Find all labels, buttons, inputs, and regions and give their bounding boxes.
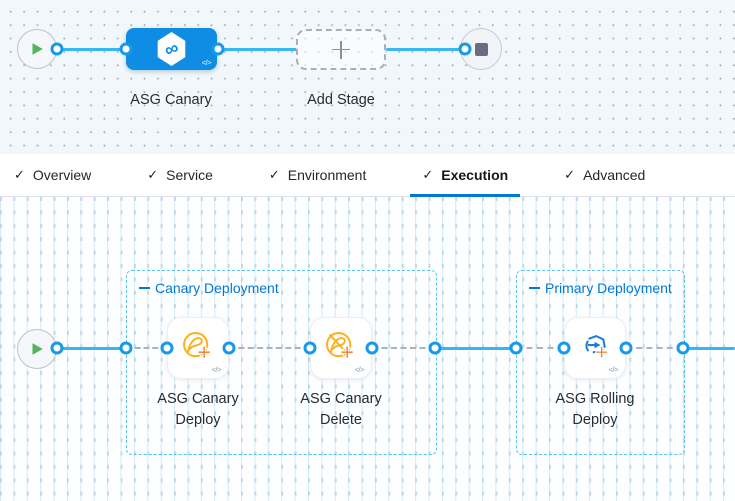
tab-label: Advanced bbox=[583, 167, 646, 183]
connector-port[interactable] bbox=[160, 341, 174, 355]
stage-pipeline-canvas: ∞ </> ASG Canary Add Stage bbox=[0, 0, 735, 154]
connector-port[interactable] bbox=[619, 341, 633, 355]
step-group-canary-deployment: Canary Deployment bbox=[126, 270, 437, 455]
stage-config-tabs: ✓ Overview ✓ Service ✓ Environment ✓ Exe… bbox=[0, 154, 735, 197]
connector-port[interactable] bbox=[428, 341, 442, 355]
asg-canary-deploy-icon bbox=[183, 331, 212, 360]
connector-port[interactable] bbox=[50, 341, 64, 355]
connector-line bbox=[386, 47, 466, 51]
connector-port[interactable] bbox=[676, 341, 690, 355]
infinity-glyph: ∞ bbox=[161, 36, 182, 62]
yaml-code-icon[interactable]: </> bbox=[608, 365, 619, 374]
cd-stage-icon: ∞ bbox=[157, 32, 186, 66]
tab-execution[interactable]: ✓ Execution bbox=[410, 154, 521, 197]
tab-service[interactable]: ✓ Service bbox=[135, 154, 225, 196]
stage-node-asg-canary[interactable]: ∞ </> bbox=[126, 28, 217, 70]
group-label: Canary Deployment bbox=[155, 280, 279, 296]
stop-icon bbox=[474, 42, 488, 56]
connector-port[interactable] bbox=[119, 341, 133, 355]
dashed-connector-line bbox=[372, 347, 435, 349]
step-group-primary-deployment: Primary Deployment bbox=[516, 270, 685, 455]
tab-label: Service bbox=[166, 167, 213, 183]
connector-port[interactable] bbox=[222, 341, 236, 355]
step-asg-rolling-deploy[interactable]: </> bbox=[564, 317, 626, 379]
check-icon: ✓ bbox=[564, 167, 576, 182]
step-label: ASG Rolling Deploy bbox=[530, 389, 660, 431]
step-label: ASG Canary Delete bbox=[276, 389, 406, 431]
connector-port[interactable] bbox=[119, 42, 133, 56]
group-label: Primary Deployment bbox=[545, 280, 672, 296]
connector-line bbox=[57, 346, 127, 350]
tab-overview[interactable]: ✓ Overview bbox=[2, 154, 103, 196]
connector-line bbox=[217, 47, 297, 51]
check-icon: ✓ bbox=[14, 167, 25, 182]
execution-start-node bbox=[17, 329, 57, 369]
stage-label: ASG Canary bbox=[130, 92, 212, 108]
group-header[interactable]: Canary Deployment bbox=[139, 280, 279, 296]
connector-port[interactable] bbox=[50, 42, 64, 56]
collapse-icon[interactable] bbox=[529, 287, 540, 289]
execution-canvas: Canary Deployment Primary Deployment </> bbox=[0, 197, 735, 501]
dashed-connector-line bbox=[626, 347, 683, 349]
dashed-connector-line bbox=[229, 347, 310, 349]
step-label: ASG Canary Deploy bbox=[133, 389, 263, 431]
check-icon: ✓ bbox=[147, 167, 159, 182]
tab-environment[interactable]: ✓ Environment bbox=[257, 154, 379, 196]
step-label-line: Delete bbox=[320, 412, 362, 428]
plus-icon bbox=[332, 40, 350, 59]
asg-rolling-deploy-icon bbox=[585, 335, 609, 360]
step-label-line: Deploy bbox=[572, 412, 618, 428]
yaml-code-icon[interactable]: </> bbox=[211, 365, 222, 374]
active-tab-underline bbox=[410, 194, 521, 197]
connector-port[interactable] bbox=[303, 341, 317, 355]
step-asg-canary-delete[interactable]: </> bbox=[310, 317, 372, 379]
step-label-line: ASG Canary bbox=[157, 391, 239, 407]
connector-port[interactable] bbox=[557, 341, 571, 355]
step-label-line: Deploy bbox=[175, 412, 221, 428]
tab-label: Overview bbox=[32, 167, 92, 183]
connector-port[interactable] bbox=[211, 42, 225, 56]
play-icon bbox=[32, 343, 43, 355]
connector-port[interactable] bbox=[365, 341, 379, 355]
connector-line bbox=[435, 346, 516, 350]
collapse-icon[interactable] bbox=[139, 287, 150, 289]
yaml-code-icon[interactable]: </> bbox=[201, 58, 212, 67]
dashed-connector-line bbox=[126, 347, 167, 349]
play-icon bbox=[32, 43, 43, 55]
add-stage-label: Add Stage bbox=[307, 92, 375, 108]
tab-advanced[interactable]: ✓ Advanced bbox=[552, 154, 657, 196]
dashed-connector-line bbox=[516, 347, 564, 349]
tab-label: Execution bbox=[441, 167, 509, 183]
connector-line bbox=[683, 346, 735, 350]
asg-canary-delete-icon bbox=[326, 331, 355, 360]
group-header[interactable]: Primary Deployment bbox=[529, 280, 672, 296]
connector-port[interactable] bbox=[458, 42, 472, 56]
connector-line bbox=[57, 47, 127, 51]
check-icon: ✓ bbox=[422, 167, 434, 182]
tab-label: Environment bbox=[287, 167, 367, 183]
pipeline-start-node bbox=[17, 29, 57, 69]
connector-port[interactable] bbox=[509, 341, 523, 355]
step-asg-canary-deploy[interactable]: </> bbox=[167, 317, 229, 379]
add-stage-button[interactable] bbox=[296, 29, 386, 70]
check-icon: ✓ bbox=[268, 167, 280, 182]
yaml-code-icon[interactable]: </> bbox=[354, 365, 365, 374]
step-label-line: ASG Rolling bbox=[555, 391, 635, 407]
step-label-line: ASG Canary bbox=[300, 391, 382, 407]
